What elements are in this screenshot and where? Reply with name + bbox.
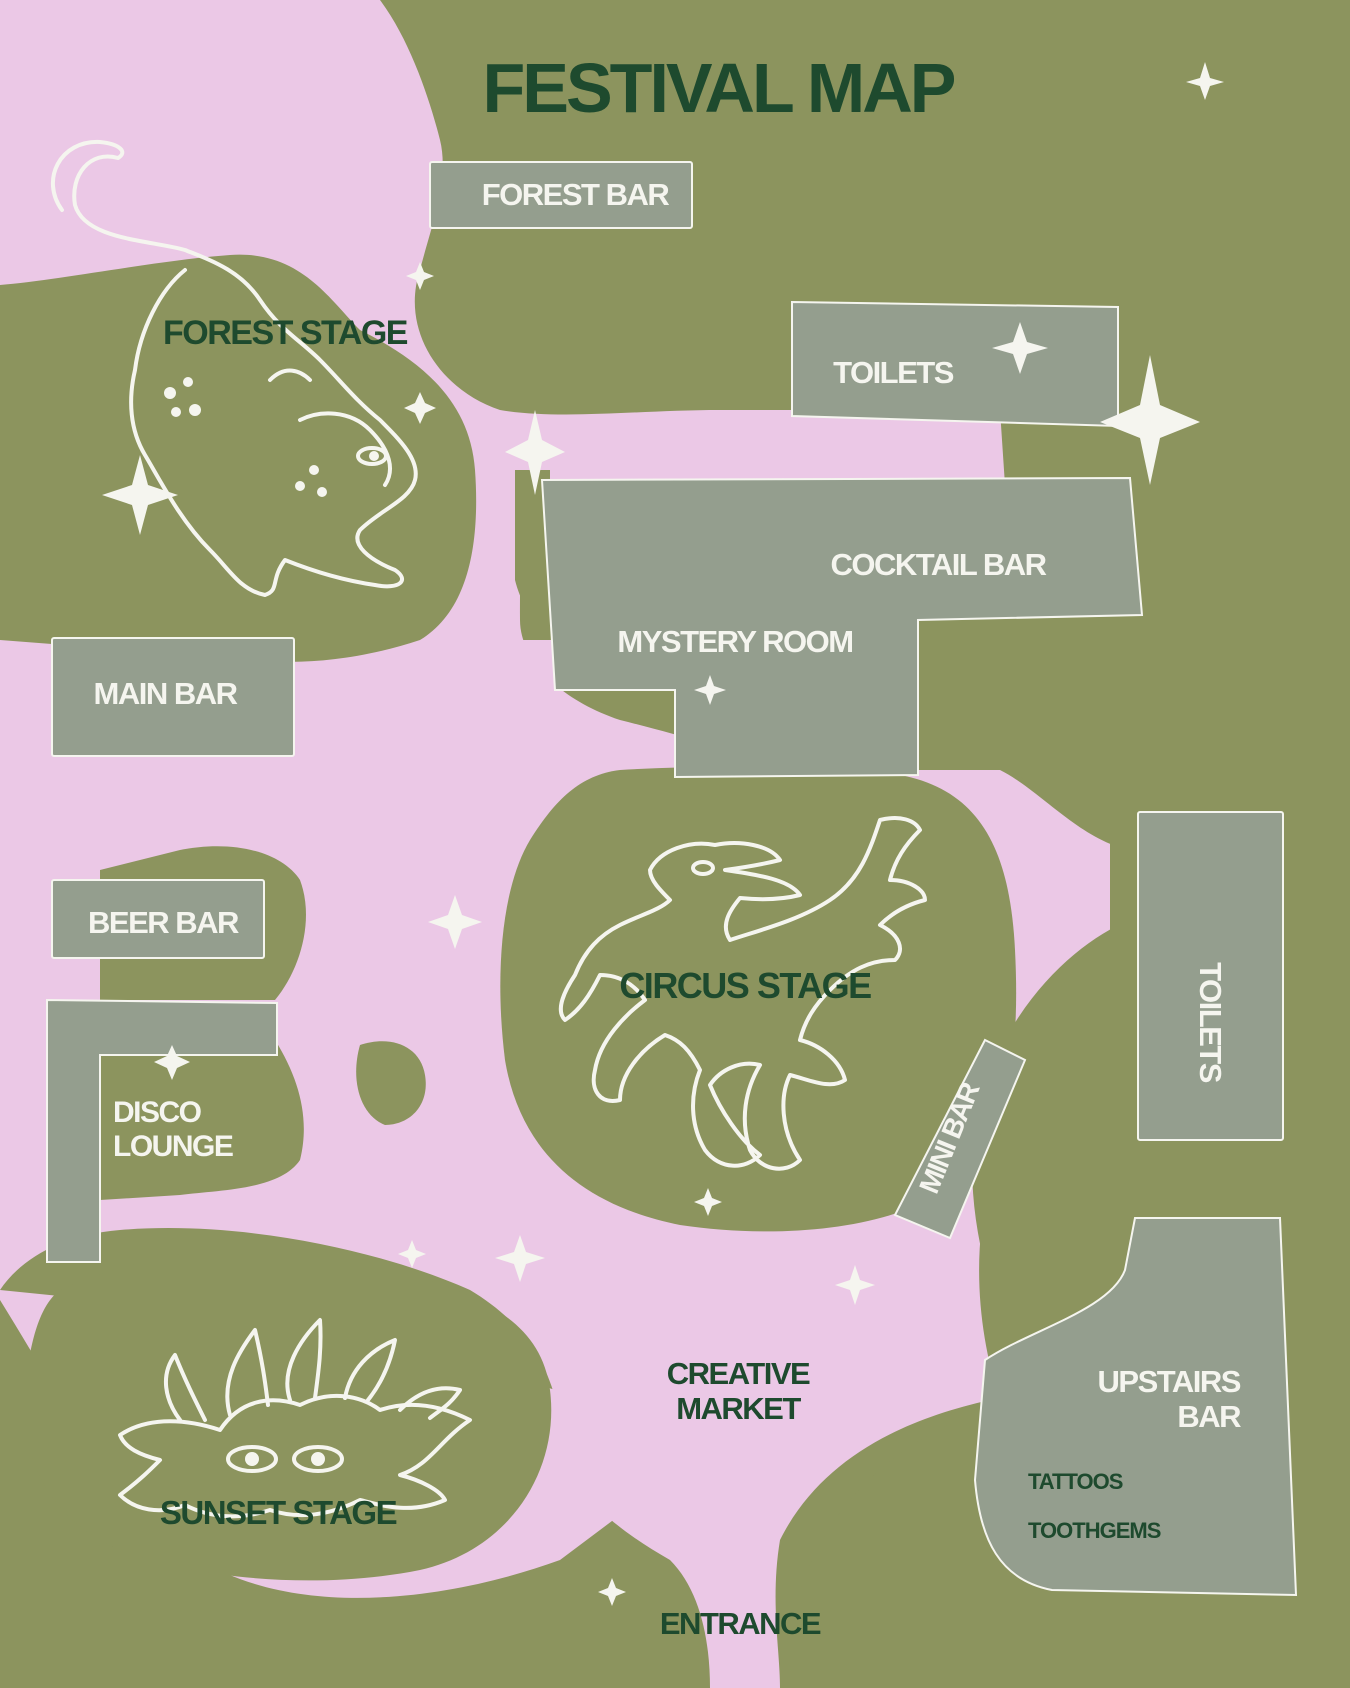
sunset-stage-lawn: [24, 1246, 552, 1581]
toilets-right-building: [1137, 811, 1284, 1141]
sparkle-icon: [154, 1045, 190, 1080]
small-lawn: [356, 1041, 426, 1125]
entrance-label[interactable]: ENTRANCE: [660, 1606, 823, 1641]
mystery-lawn: [515, 470, 550, 630]
map-title: FESTIVAL MAP: [483, 49, 955, 127]
sun-face-doodle-icon: [118, 1318, 472, 1519]
sparkle-icon: [835, 1265, 875, 1305]
main-bar-building: [51, 637, 295, 757]
sparkle-icon: [495, 1235, 545, 1282]
circus-stage-lawn: [500, 766, 1017, 1232]
cocktail-bar-label[interactable]: COCKTAIL BAR: [830, 547, 1048, 582]
creative-market-label-line2[interactable]: MARKET: [676, 1391, 803, 1426]
frog-spots: [164, 377, 327, 497]
forest-stage-label[interactable]: FOREST STAGE: [163, 314, 409, 352]
sparkle-icon: [694, 675, 726, 705]
sparkle-icon: [102, 455, 178, 535]
sparkle-icon: [404, 392, 436, 424]
tattoos-label[interactable]: TATTOOS: [1028, 1469, 1124, 1494]
sparkle-icon: [398, 1240, 426, 1268]
mystery-room-label[interactable]: MYSTERY ROOM: [617, 624, 854, 659]
sparkle-icon: [598, 1578, 626, 1606]
toothgems-label[interactable]: TOOTHGEMS: [1028, 1518, 1162, 1543]
disco-lounge-label-line1[interactable]: DISCO: [113, 1096, 203, 1129]
sparkle-icon: [992, 322, 1048, 374]
upstairs-bar-label-line1[interactable]: UPSTAIRS: [1098, 1364, 1243, 1399]
sparkle-icon: [694, 1188, 722, 1216]
sparkle-icon: [1100, 355, 1200, 485]
beer-bar-label[interactable]: BEER BAR: [88, 905, 241, 940]
toilets-top-label[interactable]: TOILETS: [833, 355, 955, 390]
forest-bar-lawn: [420, 224, 780, 410]
buildings: [46, 161, 1298, 1597]
forest-stage-lawn: [0, 254, 477, 662]
sparkles: [102, 62, 1224, 1606]
toilets-right-label[interactable]: TOILETS: [1193, 962, 1228, 1083]
sunset-stage-label[interactable]: SUNSET STAGE: [160, 1494, 398, 1531]
circus-stage-label[interactable]: CIRCUS STAGE: [619, 965, 872, 1006]
sparkle-icon: [1186, 62, 1224, 100]
creative-market-label-line1[interactable]: CREATIVE: [667, 1356, 812, 1391]
frog-doodle-icon: [51, 139, 418, 597]
disco-lounge-lawn: [100, 1040, 304, 1200]
upstairs-bar-building: [973, 1217, 1298, 1597]
disco-lounge-building: [46, 998, 278, 1263]
forest-bar-building: [429, 161, 693, 229]
disco-lounge-label-line2[interactable]: LOUNGE: [113, 1130, 234, 1163]
beer-bar-building: [51, 879, 265, 959]
sparkle-icon: [505, 410, 565, 495]
cocktail-mystery-building: [540, 476, 1144, 779]
upstairs-bar-label-line2[interactable]: BAR: [1177, 1399, 1242, 1434]
horse-doodle-icon: [558, 816, 927, 1171]
main-bar-label[interactable]: MAIN BAR: [94, 676, 240, 711]
mini-bar-building: [893, 1038, 1027, 1240]
forest-bar-label[interactable]: FOREST BAR: [482, 177, 671, 212]
sparkle-icon: [406, 262, 434, 290]
sparkle-icon: [428, 895, 482, 949]
